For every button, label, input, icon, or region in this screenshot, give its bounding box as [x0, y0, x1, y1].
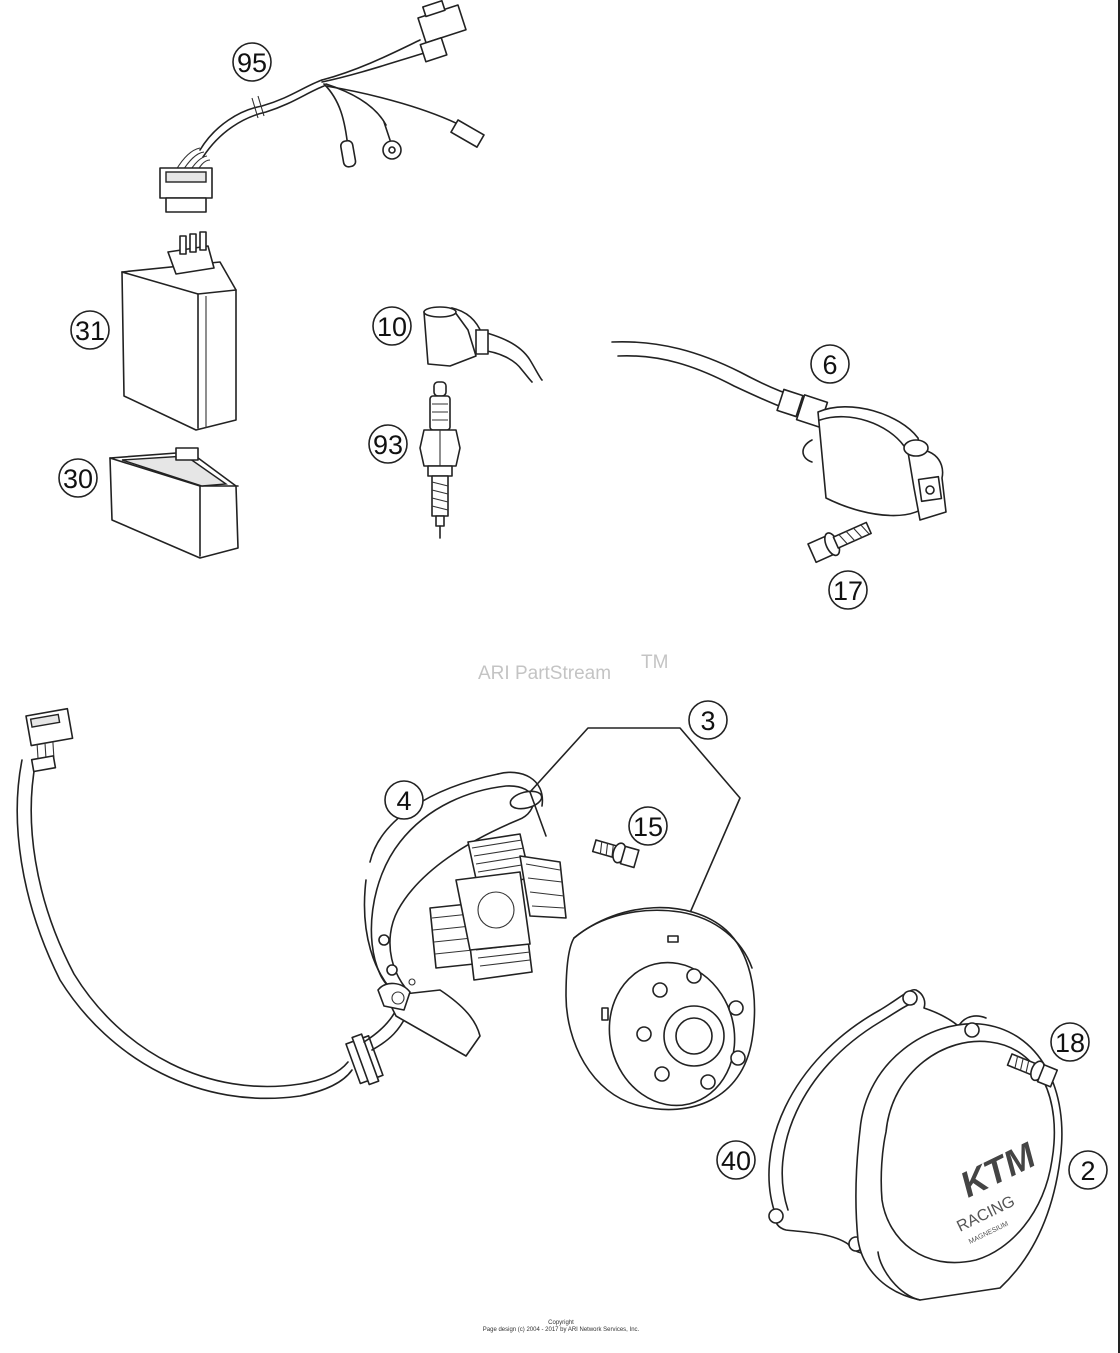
callout-15-label: 15	[633, 812, 663, 842]
callout-4[interactable]: 4	[384, 780, 424, 820]
part-4-stator[interactable]	[16, 707, 567, 1100]
copyright-line1: Copyright	[548, 1320, 574, 1326]
callout-3[interactable]: 3	[688, 700, 728, 740]
callout-30[interactable]: 30	[58, 458, 98, 498]
copyright: Copyright Page design (c) 2004 - 2017 by…	[483, 1320, 640, 1333]
part-15-screw[interactable]	[591, 836, 640, 869]
part-95-wiring-harness[interactable]	[159, 0, 485, 213]
part-2-ignition-cover[interactable]: KTM RACING MAGNESIUM	[855, 1015, 1063, 1301]
callout-30-label: 30	[63, 464, 93, 494]
callout-18[interactable]: 18	[1050, 1022, 1090, 1062]
callout-10[interactable]: 10	[372, 306, 412, 346]
callout-40[interactable]: 40	[716, 1140, 756, 1180]
stator-coils	[429, 833, 567, 981]
callout-31[interactable]: 31	[70, 310, 110, 350]
part-10-spark-plug-cap[interactable]	[423, 306, 543, 383]
callout-95-label: 95	[237, 48, 267, 78]
callout-2-label: 2	[1080, 1156, 1095, 1186]
callout-10-label: 10	[377, 312, 407, 342]
part-18-screw[interactable]	[1006, 1050, 1059, 1088]
callout-4-label: 4	[396, 786, 411, 816]
part-3-flywheel[interactable]	[529, 727, 756, 1119]
callout-17-label: 17	[833, 576, 863, 606]
part-6-ignition-coil[interactable]	[611, 340, 947, 521]
watermark-brand: ARI PartStream	[478, 663, 611, 684]
callout-17[interactable]: 17	[828, 570, 868, 610]
copyright-line2: Page design (c) 2004 - 2017 by ARI Netwo…	[483, 1327, 640, 1333]
part-17-screw[interactable]	[807, 517, 873, 564]
callout-95[interactable]: 95	[232, 42, 272, 82]
callout-6[interactable]: 6	[810, 344, 850, 384]
callout-3-label: 3	[700, 706, 715, 736]
callout-6-label: 6	[822, 350, 837, 380]
callout-31-label: 31	[75, 316, 105, 346]
right-border	[1118, 0, 1120, 1353]
callout-40-label: 40	[721, 1146, 751, 1176]
part-30-cdi-holder[interactable]	[109, 447, 239, 559]
callout-15[interactable]: 15	[628, 806, 668, 846]
part-93-spark-plug[interactable]	[419, 381, 461, 539]
callout-93-label: 93	[373, 430, 403, 460]
callout-2[interactable]: 2	[1068, 1150, 1108, 1190]
callout-18-label: 18	[1055, 1028, 1085, 1058]
part-31-cdi-unit[interactable]	[121, 231, 237, 431]
watermark: ARI PartStream TM	[478, 652, 668, 684]
watermark-tm: TM	[641, 652, 668, 673]
callout-93[interactable]: 93	[368, 424, 408, 464]
